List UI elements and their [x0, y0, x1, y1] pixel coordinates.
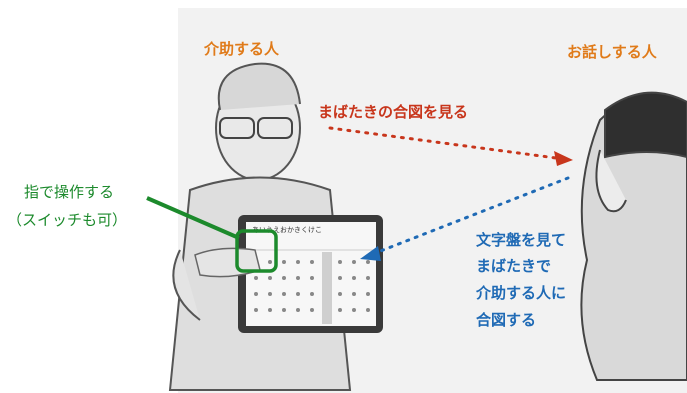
speaker-label: お話しする人: [567, 43, 657, 61]
blue-text-line-3: 介助する人に: [476, 284, 567, 302]
helper-label: 介助する人: [204, 40, 280, 58]
blue-dotted-arrow-line: [376, 176, 570, 254]
blue-arrow-head: [360, 246, 381, 261]
finger-highlight-box: [235, 229, 278, 273]
blink-signal-label: まばたきの合図を見る: [318, 103, 469, 121]
switch-ok-label: （スイッチも可）: [7, 211, 128, 229]
finger-pointer-line: [146, 196, 240, 240]
red-arrow-head: [554, 151, 573, 166]
tablet-header-text: あいうえおかきくけこ: [252, 226, 322, 234]
finger-operate-label: 指で操作する: [24, 183, 115, 201]
blue-text-line-2: まばたきで: [476, 257, 552, 275]
red-dotted-arrow-line: [328, 126, 558, 160]
speaker-person-figure: [580, 91, 687, 381]
blue-text-line-1: 文字盤を見て: [476, 231, 567, 249]
blue-text-line-4: 合図する: [476, 311, 537, 329]
